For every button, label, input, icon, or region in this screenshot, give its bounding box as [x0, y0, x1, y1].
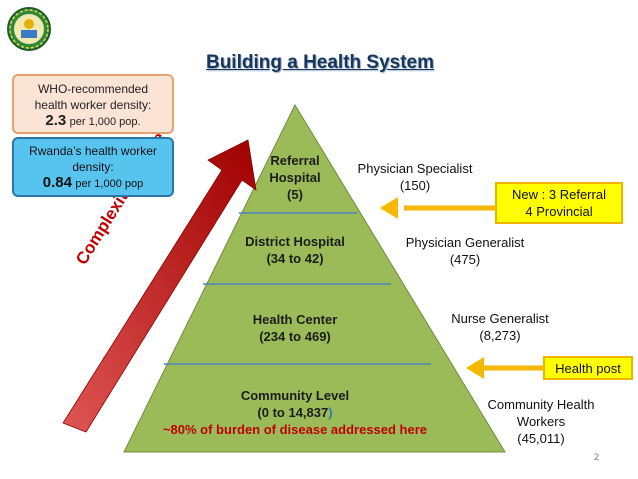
- staff-physician-specialist: Physician Specialist (150): [340, 160, 490, 194]
- staff-chw-line2: Workers: [516, 414, 566, 429]
- tier-health-center-count: (234 to 469): [259, 329, 331, 344]
- who-box-line1: WHO-recommended: [37, 82, 149, 96]
- staff-physician-generalist: Physician Generalist (475): [385, 234, 545, 268]
- tier-community-level: Community Level (0 to 14,837) ~80% of bu…: [120, 387, 470, 438]
- staff-nurse-generalist: Nurse Generalist (8,273): [430, 310, 570, 344]
- tier-health-center: Health Center (234 to 469): [210, 311, 380, 345]
- tier-community-line1: Community Level: [240, 388, 350, 403]
- staff-generalist-name: Physician Generalist: [405, 235, 525, 250]
- complexity-arrow: [62, 139, 257, 433]
- tier-district-hospital: District Hospital (34 to 42): [220, 233, 370, 267]
- tier-referral-count: (5): [287, 187, 303, 202]
- who-density-unit: per 1,000 pop.: [69, 116, 141, 128]
- pyramid-shape: [123, 103, 506, 453]
- rwanda-density-box: Rwanda’s health worker density: 0.84 per…: [12, 137, 174, 197]
- tier-referral-line2: Hospital: [269, 170, 321, 185]
- tier-district-line1: District Hospital: [245, 234, 345, 249]
- tier-referral-hospital: Referral Hospital (5): [250, 152, 340, 203]
- health-post-note: Health post: [543, 356, 633, 380]
- staff-generalist-count: (475): [449, 252, 481, 267]
- burden-of-disease-note: ~80% of burden of disease addressed here: [162, 422, 428, 437]
- tier-referral-line1: Referral: [270, 153, 320, 168]
- who-density-value: 2.3: [45, 112, 67, 129]
- who-box-line2: health worker density:: [34, 98, 152, 112]
- staff-specialist-name: Physician Specialist: [357, 161, 473, 176]
- rwanda-density-unit: per 1,000 pop: [75, 178, 144, 190]
- staff-community-health-workers: Community Health Workers (45,011): [478, 396, 604, 447]
- tier-health-center-line1: Health Center: [252, 312, 338, 327]
- tier-community-count: (0 to 14,837: [257, 405, 329, 420]
- staff-nurse-count: (8,273): [479, 328, 521, 343]
- rwanda-box-line1: Rwanda’s health worker: [29, 144, 157, 158]
- rwanda-density-value: 0.84: [42, 174, 72, 191]
- referral-note-arrow: [380, 197, 495, 219]
- page-title: Building a Health System: [205, 52, 435, 73]
- referral-note-line2: 4 Provincial: [525, 204, 593, 219]
- health-post-arrow: [466, 357, 543, 379]
- staff-chw-line1: Community Health: [487, 397, 595, 412]
- referral-note-line1: New : 3 Referral: [512, 187, 606, 202]
- rwanda-seal-logo: [7, 7, 51, 51]
- page-number: 2: [594, 452, 600, 462]
- rwanda-box-line2: density:: [72, 160, 114, 174]
- staff-chw-count: (45,011): [517, 431, 565, 446]
- referral-provincial-note: New : 3 Referral 4 Provincial: [495, 182, 623, 224]
- tier-community-count-close: ): [328, 405, 333, 420]
- staff-specialist-count: (150): [399, 178, 431, 193]
- who-density-box: WHO-recommended health worker density: 2…: [12, 74, 174, 134]
- staff-nurse-name: Nurse Generalist: [451, 311, 549, 326]
- tier-district-count: (34 to 42): [266, 251, 324, 266]
